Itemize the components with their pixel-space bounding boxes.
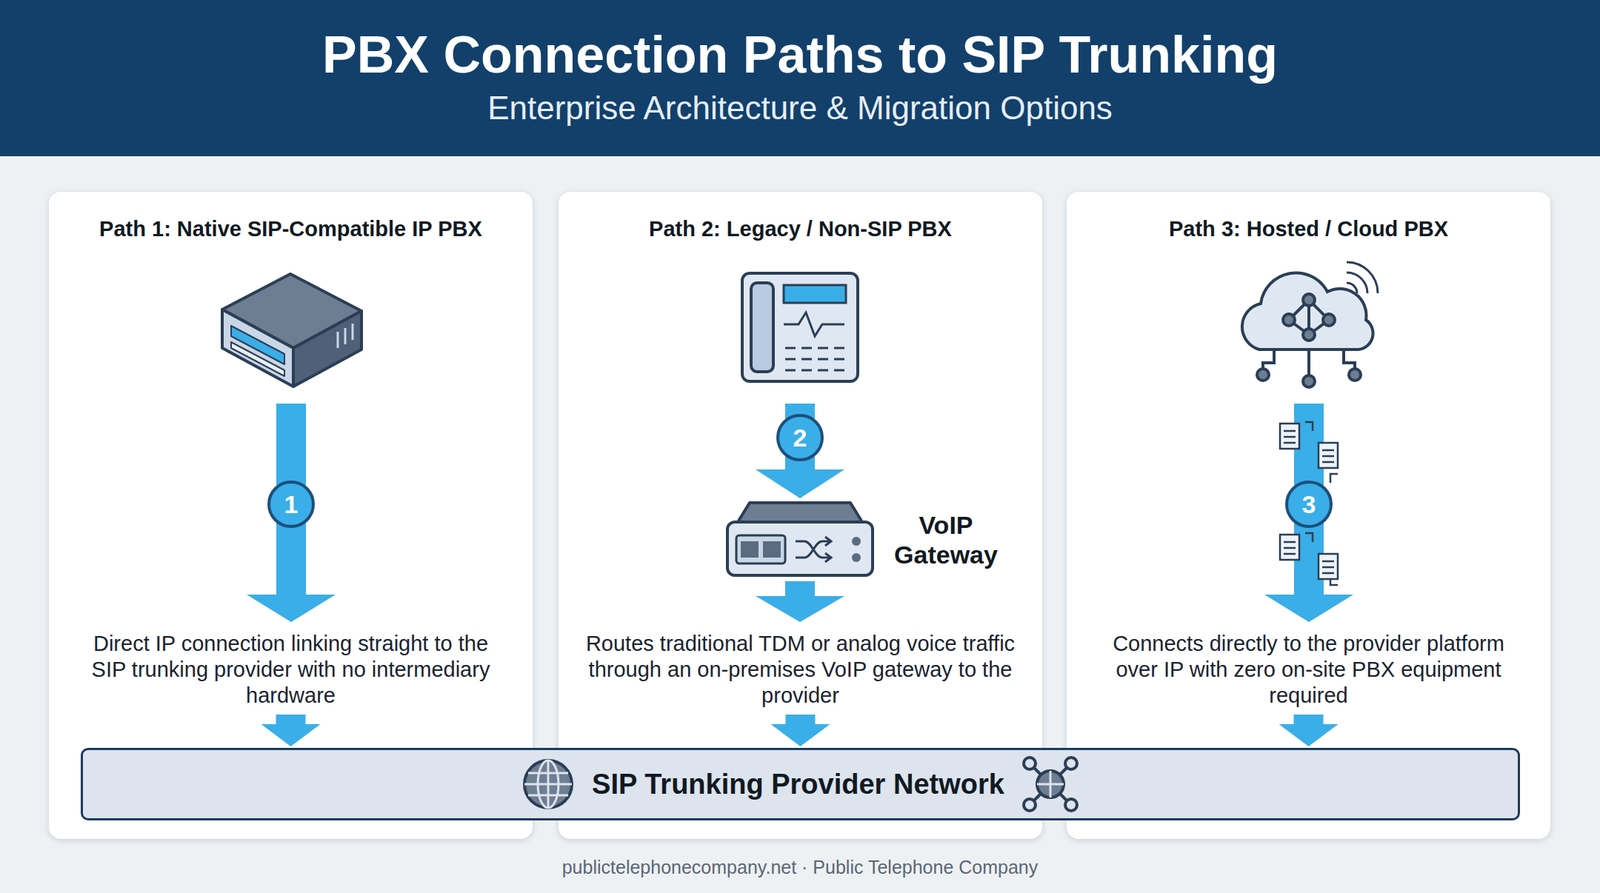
callout-number: 2: [777, 415, 823, 460]
server-icon: [222, 274, 362, 387]
flow-arrow: [755, 403, 845, 623]
network-icon: [1020, 754, 1080, 815]
panel-description: Connects directly to the provider platfo…: [1093, 631, 1524, 709]
data-packet-icon: [1280, 422, 1338, 586]
gateway-label: VoIP Gateway: [882, 510, 1009, 570]
diagram-title: PBX Connection Paths to SIP Trunking: [0, 25, 1600, 85]
panel-heading: Path 1: Native SIP-Compatible IP PBX: [56, 214, 526, 243]
footer-credit: publictelephonecompany.net · Public Tele…: [0, 856, 1600, 879]
cloud-icon: [1242, 262, 1378, 388]
band-label: SIP Trunking Provider Network: [591, 768, 1005, 801]
flow-arrow: [771, 714, 831, 747]
gateway-node: VoIP Gateway: [724, 500, 1009, 580]
flow-arrow: [261, 714, 321, 747]
gateway-device: [724, 500, 876, 580]
callout-number: 3: [1286, 482, 1332, 527]
phone-icon: [742, 273, 858, 382]
flow-arrow: [1264, 403, 1354, 623]
flow-arrow: [1279, 714, 1339, 747]
flow-arrow: [246, 403, 336, 623]
callout-number: 1: [268, 482, 314, 527]
subtitle: Enterprise Architecture & Migration Opti…: [0, 88, 1600, 128]
panel-heading: Path 2: Legacy / Non-SIP PBX: [565, 214, 1035, 243]
globe-icon: [520, 757, 576, 812]
provider-band: SIP Trunking Provider Network: [80, 748, 1520, 821]
panel-heading: Path 3: Hosted / Cloud PBX: [1074, 214, 1543, 243]
panel-description: Direct IP connection linking straight to…: [75, 631, 506, 709]
panel-description: Routes traditional TDM or analog voice t…: [585, 631, 1016, 709]
